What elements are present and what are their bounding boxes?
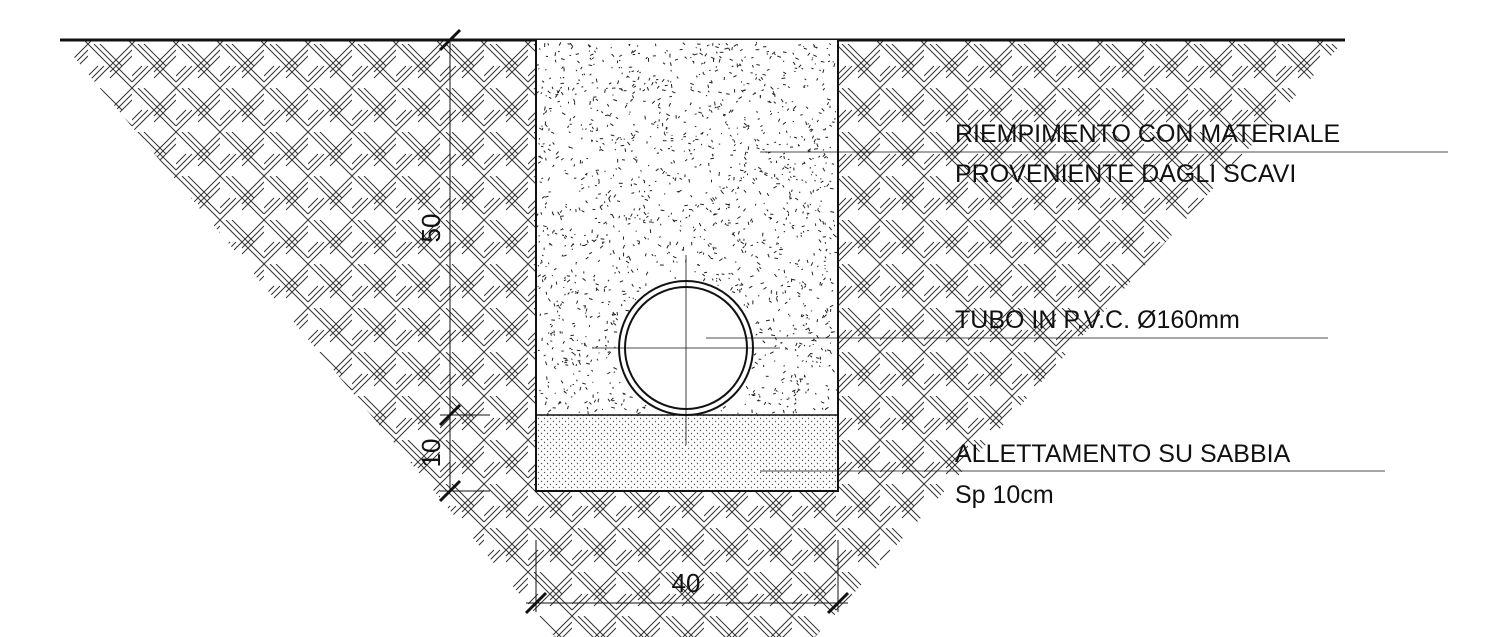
- annotation-bedding-line1: ALLETTAMENTO SU SABBIA: [955, 440, 1291, 468]
- dim-tick-left: [524, 591, 548, 615]
- dim-label-trench-width: 40: [672, 568, 701, 598]
- dim-tick-mid: [438, 403, 462, 427]
- dim-label-fill-depth: 50: [416, 214, 446, 243]
- annotation-fill-line2: PROVENIENTE DAGLI SCAVI: [955, 160, 1296, 188]
- annotation-fill-line1: RIEMPIMENTO CON MATERIALE: [955, 120, 1340, 148]
- trench-outline: [535, 40, 839, 492]
- dim-tick-right: [826, 591, 850, 615]
- dim-tick-top: [438, 28, 462, 52]
- backfill-speckle: [535, 41, 840, 415]
- dim-tick-bottom: [438, 479, 462, 503]
- annotation-bedding-line2: Sp 10cm: [955, 481, 1054, 509]
- sand-bedding-region: [536, 415, 838, 491]
- annotation-pipe: TUBO IN P.V.C. Ø160mm: [955, 306, 1240, 334]
- dim-label-bedding-depth: 10: [416, 439, 446, 468]
